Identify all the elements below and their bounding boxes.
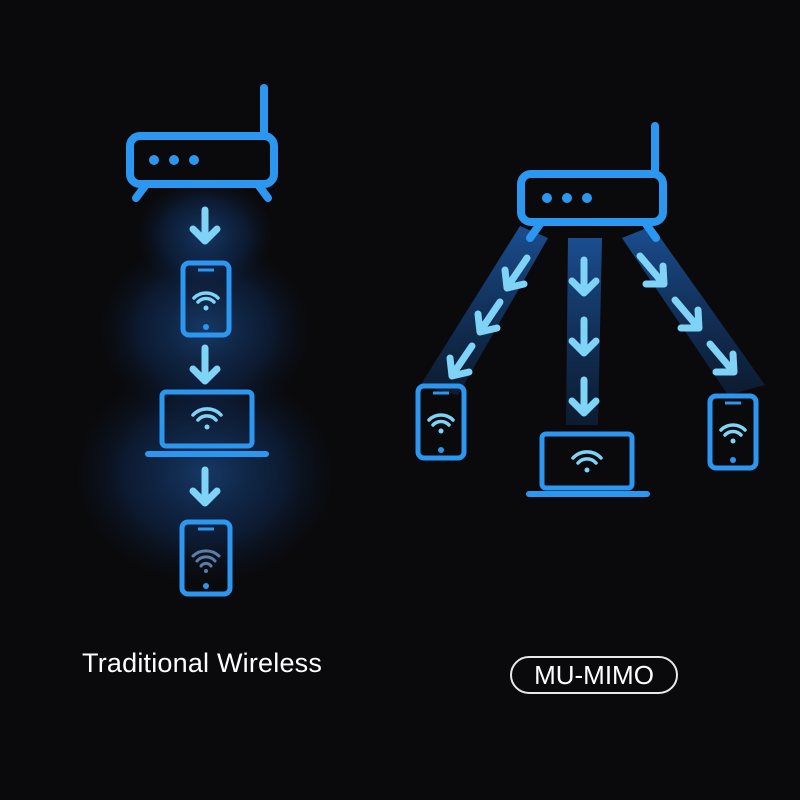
phone-icon (707, 393, 759, 471)
phone-icon (180, 260, 232, 338)
arrow-icon (474, 298, 504, 336)
arrow-down-icon (189, 466, 221, 507)
router-icon (517, 122, 667, 242)
wifi-icon (191, 549, 221, 573)
arrow-icon (636, 252, 668, 288)
wifi-icon (192, 291, 220, 311)
signal-halo (97, 238, 313, 422)
laptop-icon (526, 431, 650, 497)
wifi-icon (427, 413, 455, 434)
laptop-icon (145, 389, 269, 457)
arrow-down-icon (568, 316, 600, 357)
traditional-wireless-panel (73, 84, 337, 597)
arrow-down-icon (568, 256, 600, 297)
signal-beam (622, 226, 765, 395)
arrow-down-icon (189, 344, 221, 385)
wifi-icon (719, 423, 747, 444)
wifi-icon (191, 407, 223, 430)
signal-beam (420, 226, 548, 395)
arrow-icon (706, 340, 738, 376)
mu-mimo-caption: MU-MIMO (510, 656, 678, 694)
arrow-icon (446, 342, 476, 380)
router-icon (126, 84, 278, 202)
arrow-down-icon (189, 206, 221, 245)
arrow-down-icon (568, 376, 600, 417)
phone-icon (415, 383, 467, 461)
arrow-icon (671, 296, 703, 332)
traditional-wireless-caption: Traditional Wireless (82, 648, 323, 678)
wifi-icon (571, 450, 603, 473)
mu-mimo-panel (415, 122, 765, 497)
arrow-icon (501, 254, 531, 292)
phone-icon (179, 519, 233, 597)
